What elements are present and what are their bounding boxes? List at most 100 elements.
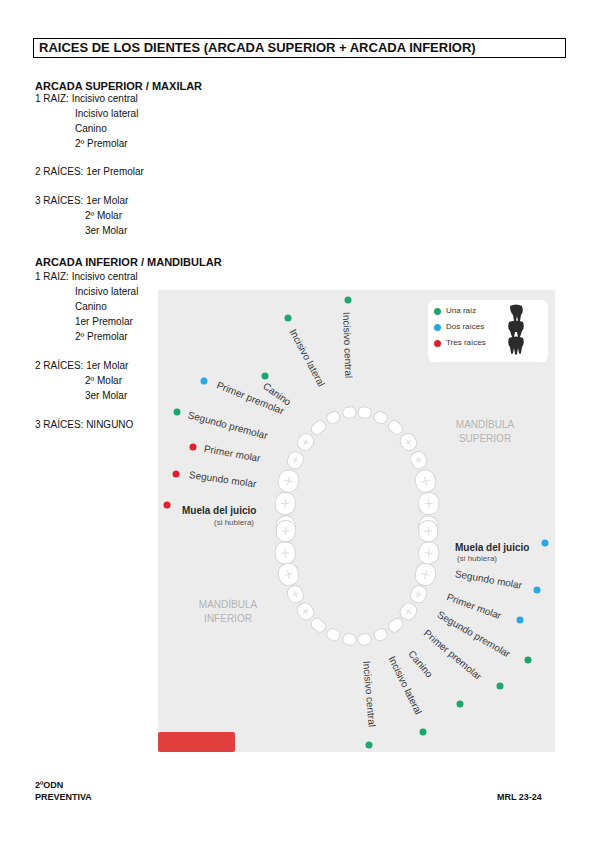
tooth-groove <box>404 438 413 447</box>
root-dot <box>534 587 541 594</box>
tooth <box>342 406 356 419</box>
root-dot <box>285 315 292 322</box>
tooth-crown <box>275 541 296 564</box>
tooth-crown <box>372 627 388 642</box>
legend-text: Dos raíces <box>446 322 484 332</box>
tooth <box>325 410 341 426</box>
root-dot <box>345 297 352 304</box>
root-dot <box>542 540 549 547</box>
tooth-groove <box>424 548 433 557</box>
tooth-crown <box>285 583 306 605</box>
legend-swatch <box>434 340 441 347</box>
root-line: 3 RAÍCES: NINGUNO <box>35 419 133 431</box>
arch-name: MANDÍBULA INFERIOR <box>188 598 268 626</box>
tooth <box>397 600 419 623</box>
root-line: 1 RAIZ: Incisivo central <box>35 271 138 283</box>
legend-swatch <box>434 308 441 315</box>
tooth-crown <box>357 406 371 419</box>
tooth-crown <box>325 627 341 642</box>
tooth-crown <box>285 449 306 471</box>
root-line: 3 RAÍCES: 1er Molar <box>35 195 128 207</box>
root-item: Canino <box>75 123 107 135</box>
legend-swatch <box>434 324 441 331</box>
tooth-crown <box>408 583 429 605</box>
root-line: 2 RAÍCES: 1er Premolar <box>35 166 144 178</box>
tooth <box>413 468 437 494</box>
tooth-crown <box>418 492 439 515</box>
tooth-groove <box>282 527 290 536</box>
root-dot <box>164 502 171 509</box>
tooth-label: Muela del juicio <box>182 505 256 517</box>
arch-name: MANDÍBULA SUPERIOR <box>445 418 525 446</box>
root-item: 2º Molar <box>85 375 122 387</box>
tooth-groove <box>424 499 433 508</box>
root-dot <box>174 409 181 416</box>
root-dot <box>517 617 524 624</box>
root-line: 1 RAIZ: Incisivo central <box>35 93 138 105</box>
tooth-crown <box>372 410 388 426</box>
tooth-crown <box>418 520 439 543</box>
tooth <box>309 616 328 634</box>
tooth-label: Incisivo central <box>340 312 354 379</box>
tooth-crown <box>275 520 296 543</box>
tooth-crown <box>397 431 419 454</box>
root-dot <box>201 378 208 385</box>
tooth-groove <box>424 527 432 536</box>
root-dot <box>525 657 532 664</box>
tooth-label: Muela del juicio <box>455 542 529 554</box>
tooth <box>285 583 306 605</box>
tooth-note: (si hubiera) <box>214 518 254 528</box>
tooth <box>357 406 371 419</box>
tooth-groove <box>404 607 413 616</box>
tooth <box>275 492 296 515</box>
root-item: 1er Premolar <box>75 316 133 328</box>
dental-arches <box>275 406 440 646</box>
root-item: Incisivo lateral <box>75 286 138 298</box>
tooth-crown <box>386 418 405 436</box>
title-box: RAICES DE LOS DIENTES (ARCADA SUPERIOR +… <box>33 38 566 58</box>
tooth-groove <box>414 456 422 465</box>
root-item: 2º Molar <box>85 210 122 222</box>
root-item: Incisivo lateral <box>75 108 138 120</box>
tooth <box>408 583 429 605</box>
tooth-groove <box>301 607 310 616</box>
tooth-note: (si hubiera) <box>457 554 497 564</box>
root-dot <box>497 683 504 690</box>
tooth <box>275 541 296 564</box>
tooth-groove <box>291 456 299 465</box>
tooth <box>342 633 356 646</box>
tooth <box>386 616 405 634</box>
tooth-crown <box>295 431 317 454</box>
tooth-groove <box>421 476 431 486</box>
section-heading: ARCADA SUPERIOR / MAXILAR <box>35 80 202 93</box>
root-dot <box>173 471 180 478</box>
tooth-crown <box>386 616 405 634</box>
tooth-crown <box>418 541 439 564</box>
root-dot <box>190 444 197 451</box>
section-heading: ARCADA INFERIOR / MANDIBULAR <box>35 256 222 269</box>
tooth-crown <box>325 410 341 426</box>
tooth-groove <box>284 569 294 579</box>
root-item: Canino <box>75 301 107 313</box>
tooth <box>275 520 296 543</box>
tooth <box>397 431 419 454</box>
root-item: 2º Premolar <box>75 138 128 150</box>
three-roots-icon <box>508 337 524 356</box>
tooth-crown <box>276 561 301 587</box>
tooth <box>413 561 438 587</box>
tooth-crown <box>342 633 356 646</box>
red-bar <box>158 732 235 752</box>
root-dot <box>457 701 464 708</box>
one-root-icon <box>510 305 523 323</box>
tooth-groove <box>291 590 299 599</box>
tooth-crown <box>309 616 328 634</box>
root-item: 3er Molar <box>85 390 127 402</box>
illustration-panel <box>158 290 555 752</box>
tooth-groove <box>421 569 431 579</box>
root-dots <box>164 297 549 749</box>
tooth-crown <box>413 561 438 587</box>
tooth-groove <box>281 499 290 508</box>
footer-text: MRL 23-24 <box>497 792 542 803</box>
tooth <box>408 449 429 471</box>
legend-text: Tres raíces <box>446 338 486 348</box>
